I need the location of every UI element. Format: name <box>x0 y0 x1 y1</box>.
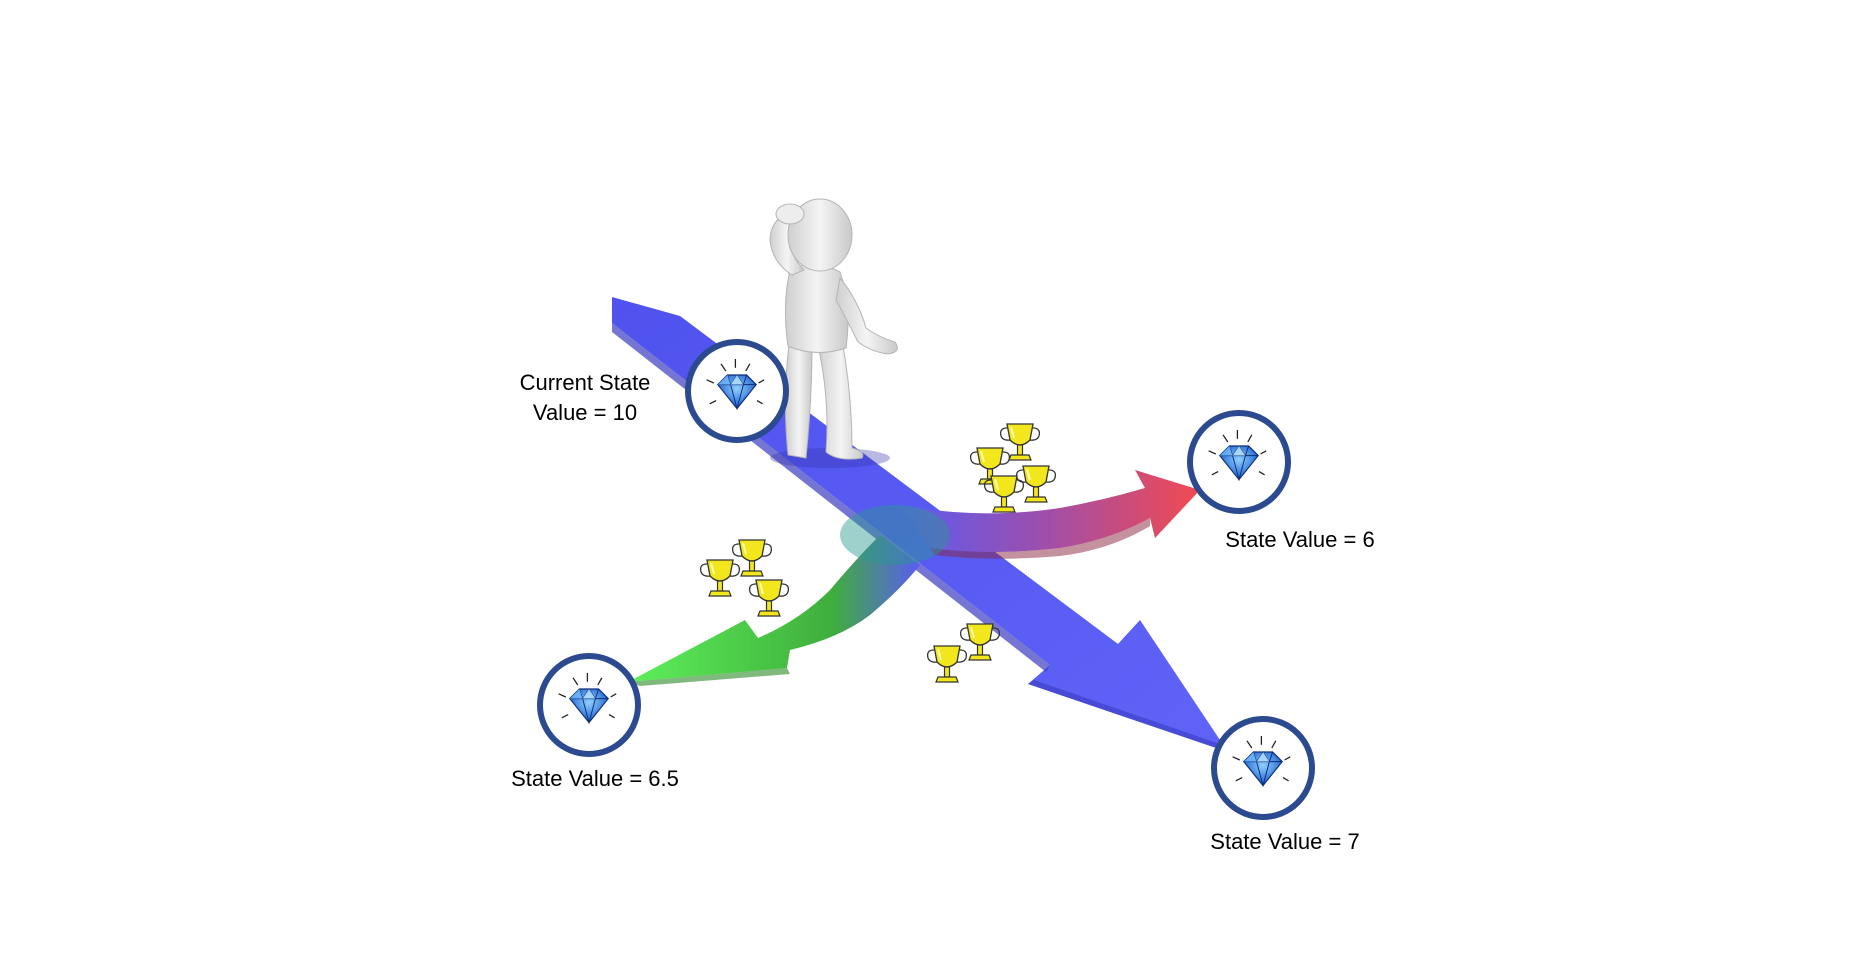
green-branch-arrow <box>628 535 920 686</box>
trophy-icon <box>699 559 741 597</box>
thinking-person-figure <box>769 198 898 468</box>
trophy-icon <box>748 579 790 617</box>
red-state-node <box>1187 410 1291 514</box>
trophy-icon <box>731 539 773 577</box>
current-state-label: Current State Value = 10 <box>490 368 680 428</box>
red-state-label: State Value = 6 <box>1225 527 1375 552</box>
junction-shadow <box>840 505 950 565</box>
red-branch-rewards <box>969 423 1057 513</box>
trophy-icon <box>1015 465 1057 503</box>
current-state-node <box>685 339 789 443</box>
current-state-label-line2: Value = 10 <box>532 400 638 425</box>
current-state-label-line1: Current State <box>519 370 651 395</box>
main-path-rewards <box>926 623 1001 683</box>
green-state-label: State Value = 6.5 <box>511 766 679 791</box>
trophy-icon <box>999 423 1041 461</box>
blue-state-node <box>1211 716 1315 820</box>
green-state-node <box>537 653 641 757</box>
trophy-icon <box>926 645 968 683</box>
red-branch-arrow <box>900 470 1200 559</box>
blue-state-label: State Value = 7 <box>1210 829 1360 854</box>
green-branch-rewards <box>699 539 790 617</box>
